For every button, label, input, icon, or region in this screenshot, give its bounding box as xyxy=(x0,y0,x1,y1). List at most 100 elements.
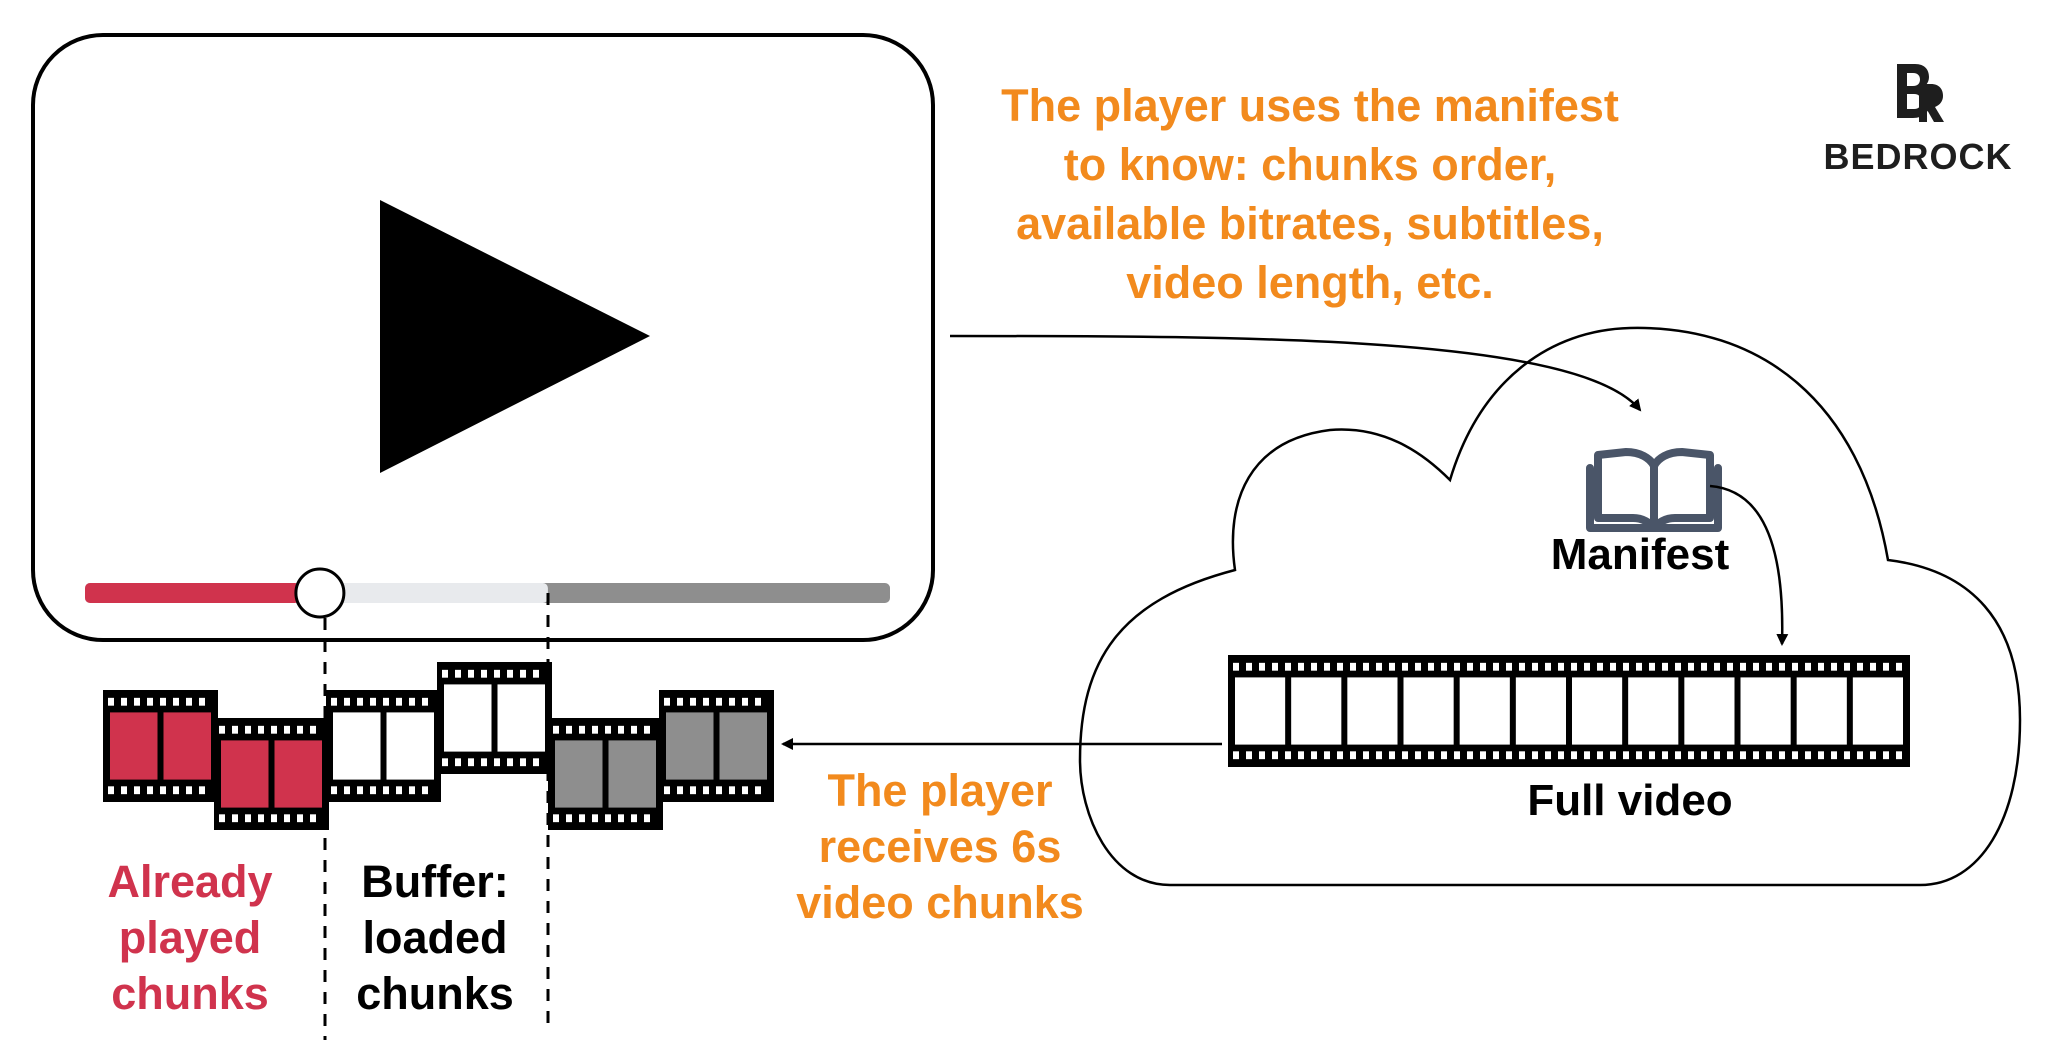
sprocket-hole xyxy=(553,814,559,823)
sprocket-hole xyxy=(442,669,448,678)
sprocket-hole xyxy=(1519,751,1525,760)
sprocket-hole xyxy=(232,814,238,823)
sprocket-hole xyxy=(1441,751,1447,760)
played-chunk xyxy=(214,718,329,830)
film-frame xyxy=(1347,677,1398,745)
film-frame xyxy=(1740,677,1791,745)
sprocket-hole xyxy=(1584,662,1590,671)
sprocket-hole xyxy=(271,725,277,734)
sprocket-hole xyxy=(258,814,264,823)
film-frame xyxy=(1515,677,1566,745)
sprocket-hole xyxy=(310,725,316,734)
sprocket-hole xyxy=(1857,751,1863,760)
sprocket-hole xyxy=(1623,751,1629,760)
sprocket-hole xyxy=(147,697,153,706)
sprocket-hole xyxy=(579,814,585,823)
film-frame xyxy=(274,740,322,808)
sprocket-hole xyxy=(409,786,415,795)
sprocket-hole xyxy=(1428,662,1434,671)
sprocket-hole xyxy=(271,814,277,823)
sprocket-hole xyxy=(442,758,448,767)
sprocket-hole xyxy=(1649,662,1655,671)
play-icon[interactable] xyxy=(380,200,650,473)
sprocket-hole xyxy=(1805,751,1811,760)
sprocket-hole xyxy=(383,697,389,706)
bedrock-logo-mark xyxy=(1897,64,1944,122)
sprocket-hole xyxy=(1701,751,1707,760)
sprocket-hole xyxy=(1311,751,1317,760)
sprocket-hole xyxy=(1636,662,1642,671)
player-to-manifest-arrow xyxy=(949,334,1642,412)
sprocket-hole xyxy=(1753,662,1759,671)
buffer-line: loaded xyxy=(362,912,508,963)
film-frame xyxy=(386,712,434,780)
sprocket-hole xyxy=(507,758,513,767)
sprocket-hole xyxy=(755,786,761,795)
sprocket-hole xyxy=(1259,751,1265,760)
sprocket-hole xyxy=(1597,751,1603,760)
buffer-line: Buffer: xyxy=(361,856,509,907)
sprocket-hole xyxy=(1389,662,1395,671)
sprocket-hole xyxy=(1324,662,1330,671)
film-frame xyxy=(1235,677,1286,745)
sprocket-hole xyxy=(1792,662,1798,671)
sprocket-hole xyxy=(1636,751,1642,760)
sprocket-hole xyxy=(1740,751,1746,760)
sprocket-hole xyxy=(1298,662,1304,671)
progress-bar[interactable] xyxy=(85,567,890,619)
sprocket-hole xyxy=(1714,751,1720,760)
sprocket-hole xyxy=(1896,751,1902,760)
sprocket-hole xyxy=(173,697,179,706)
sprocket-hole xyxy=(1545,662,1551,671)
buffered-chunk xyxy=(326,690,441,802)
sprocket-hole xyxy=(1766,662,1772,671)
sprocket-hole xyxy=(1441,662,1447,671)
sprocket-hole xyxy=(729,697,735,706)
sprocket-hole xyxy=(533,669,539,678)
sprocket-hole xyxy=(605,814,611,823)
unloaded-chunk xyxy=(659,690,774,802)
sprocket-hole xyxy=(1285,751,1291,760)
receive-note-line: video chunks xyxy=(796,877,1084,928)
sprocket-hole xyxy=(703,786,709,795)
unloaded-chunk xyxy=(548,718,663,830)
sprocket-hole xyxy=(677,697,683,706)
sprocket-hole xyxy=(1662,662,1668,671)
sprocket-hole xyxy=(1337,662,1343,671)
film-frame xyxy=(1403,677,1454,745)
sprocket-hole xyxy=(468,758,474,767)
sprocket-hole xyxy=(1532,662,1538,671)
sprocket-hole xyxy=(422,697,428,706)
sprocket-hole xyxy=(742,786,748,795)
sprocket-hole xyxy=(481,669,487,678)
receive-note: The player receives 6s video chunks xyxy=(745,763,1135,931)
sprocket-hole xyxy=(396,697,402,706)
sprocket-hole xyxy=(690,786,696,795)
bedrock-logo-text: BEDROCK xyxy=(1823,136,2013,177)
sprocket-hole xyxy=(1558,662,1564,671)
sprocket-hole xyxy=(1350,662,1356,671)
sprocket-hole xyxy=(1363,662,1369,671)
receive-note-line: The player xyxy=(827,765,1053,816)
sprocket-hole xyxy=(1415,662,1421,671)
sprocket-hole xyxy=(1831,751,1837,760)
sprocket-hole xyxy=(1324,751,1330,760)
sprocket-hole xyxy=(631,814,637,823)
progress-scrubber[interactable] xyxy=(294,567,346,619)
video-player xyxy=(31,33,935,642)
sprocket-hole xyxy=(1805,662,1811,671)
sprocket-hole xyxy=(297,814,303,823)
sprocket-hole xyxy=(186,697,192,706)
sprocket-hole xyxy=(690,697,696,706)
sprocket-hole xyxy=(1870,751,1876,760)
sprocket-hole xyxy=(219,725,225,734)
sprocket-hole xyxy=(1870,662,1876,671)
film-frame xyxy=(221,740,269,808)
sprocket-hole xyxy=(121,786,127,795)
sprocket-hole xyxy=(1272,751,1278,760)
sprocket-hole xyxy=(1493,751,1499,760)
sprocket-hole xyxy=(1779,662,1785,671)
sprocket-hole xyxy=(1363,751,1369,760)
sprocket-hole xyxy=(284,814,290,823)
sprocket-hole xyxy=(520,669,526,678)
